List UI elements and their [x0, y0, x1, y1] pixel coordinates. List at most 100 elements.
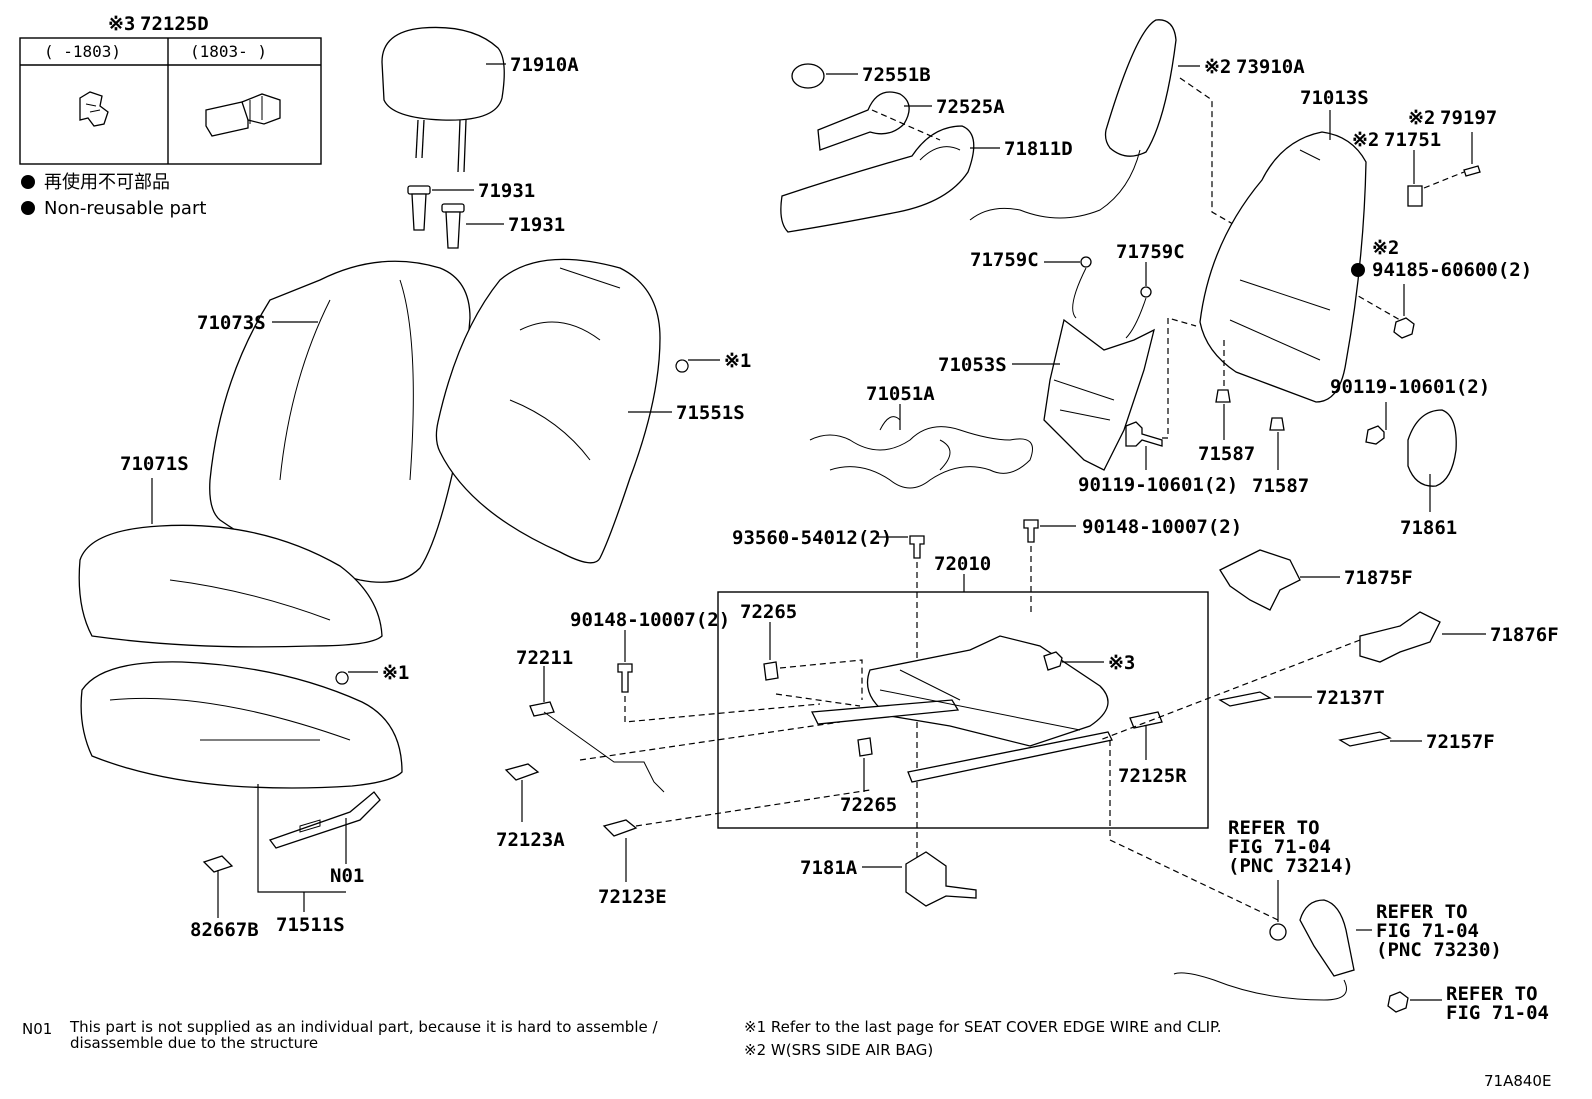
label-71759C-b: 71759C [1116, 241, 1185, 263]
label-90119-a: 90119-10601(2) [1078, 474, 1238, 496]
label-71759C-a: 71759C [970, 249, 1039, 271]
grommet-ref1 [1269, 923, 1287, 941]
label-71811D: 71811D [1004, 138, 1073, 160]
label-71876F: 71876F [1490, 624, 1559, 646]
label-72265-b: 72265 [840, 794, 897, 816]
label-90148-b: 90148-10007(2) [570, 609, 730, 631]
label-90148-a: 90148-10007(2) [1082, 516, 1242, 538]
airbag-73910A [969, 19, 1177, 221]
label-7181A: 7181A [800, 857, 858, 879]
label-N01: N01 [330, 865, 364, 887]
label-72211: 72211 [516, 647, 573, 669]
label-71511S: 71511S [276, 914, 345, 936]
shape-72123A [504, 763, 540, 781]
figure-id: 71A840E [1484, 1072, 1551, 1090]
label-79197-mark: ※2 [1408, 107, 1435, 129]
adjuster-box [717, 591, 1209, 829]
shape-79197 [1463, 165, 1481, 177]
non-reusable-dot-94185 [1351, 263, 1365, 277]
label-94185-mark: ※2 [1372, 237, 1399, 259]
label-71910A: 71910A [510, 54, 579, 76]
shape-71587-a [1215, 389, 1231, 403]
label-71587-a: 71587 [1198, 443, 1255, 465]
knob-72551B [791, 63, 825, 89]
shape-71875F [1219, 549, 1301, 611]
lumbar-71053S [1043, 267, 1155, 471]
label-94185: 94185-60600(2) [1372, 259, 1532, 281]
shape-82667B [202, 855, 234, 873]
legend-en: Non-reusable part [44, 198, 206, 219]
cushion-pad [80, 661, 403, 789]
ref2-line3: (PNC 73230) [1376, 939, 1502, 961]
notes: N01 This part is not supplied as an indi… [22, 1018, 1551, 1090]
bolt-90148-a [1023, 519, 1039, 543]
inset-title-mark: ※3 [108, 13, 135, 35]
label-71073S: 71073S [197, 312, 266, 334]
legend-dot-jp [21, 175, 35, 189]
bolt-90119-a [1125, 421, 1163, 447]
shape-72123E [602, 819, 638, 837]
mark-1-a: ※1 [724, 350, 751, 372]
label-72125R: 72125R [1118, 765, 1187, 787]
inset-col2: (1803- ) [190, 42, 267, 61]
nut-ref3 [1387, 991, 1409, 1013]
shape-94185 [1393, 317, 1415, 339]
note-s1: ※1 Refer to the last page for SEAT COVER… [744, 1018, 1221, 1036]
label-73910A-mark: ※2 [1204, 56, 1231, 78]
bolt-90148-b [617, 663, 633, 693]
shape-71587-b [1269, 417, 1285, 431]
label-71013S: 71013S [1300, 87, 1369, 109]
label-71051A: 71051A [866, 383, 935, 405]
ref2-line1: REFER TO [1376, 901, 1468, 923]
label-71861: 71861 [1400, 517, 1457, 539]
shape-71759C-b [1140, 286, 1152, 298]
label-71875F: 71875F [1344, 567, 1413, 589]
rod-72211 [529, 701, 665, 793]
label-73910A: 73910A [1236, 56, 1305, 78]
label-90119-b: 90119-10601(2) [1330, 376, 1490, 398]
label-71931-a: 71931 [478, 180, 535, 202]
mark-3: ※3 [1108, 652, 1135, 674]
legend: 再使用不可部品 Non-reusable part [21, 172, 206, 219]
lever-72525A [817, 91, 910, 151]
label-79197: 79197 [1440, 107, 1497, 129]
label-72123E: 72123E [598, 886, 667, 908]
shape-71876F [1359, 611, 1441, 663]
bolt-93560 [909, 535, 925, 559]
label-71551S: 71551S [676, 402, 745, 424]
label-71931-b: 71931 [508, 214, 565, 236]
label-82667B: 82667B [190, 919, 259, 941]
mark-1-b: ※1 [382, 662, 409, 684]
clip-new-icon [205, 93, 281, 137]
shape-71751 [1407, 185, 1423, 207]
note-n01-code: N01 [22, 1020, 52, 1038]
n01-shape [268, 791, 381, 849]
inset-frame [19, 37, 322, 165]
note-n01-line2: disassemble due to the structure [70, 1034, 318, 1052]
adjuster-72010 [810, 635, 1113, 783]
shape-71759C-a [1080, 256, 1092, 268]
shield-71811D [780, 125, 975, 233]
shape-72265-b [857, 737, 873, 757]
label-71751: 71751 [1384, 129, 1441, 151]
label-71071S: 71071S [120, 453, 189, 475]
inset-col1: ( -1803) [44, 42, 121, 61]
note-n01-line1: This part is not supplied as an individu… [69, 1018, 658, 1036]
ref2-line2: FIG 71-04 [1376, 920, 1479, 942]
label-72123A: 72123A [496, 829, 565, 851]
shape-72265-a [763, 661, 779, 681]
ref1-line3: (PNC 73214) [1228, 855, 1354, 877]
label-72157F: 72157F [1426, 731, 1495, 753]
label-72525A: 72525A [936, 96, 1005, 118]
inset-table: ※3 72125D ( -1803) (1803- ) [19, 13, 322, 165]
label-72551B: 72551B [862, 64, 931, 86]
legend-jp: 再使用不可部品 [44, 172, 170, 193]
seat-back-pad [435, 258, 661, 564]
label-72137T: 72137T [1316, 687, 1385, 709]
ref1-line2: FIG 71-04 [1228, 836, 1331, 858]
harness-71051A [809, 416, 1033, 489]
shape-72137T [1218, 691, 1272, 707]
label-71751-mark: ※2 [1352, 129, 1379, 151]
clip-old-icon [79, 91, 109, 127]
